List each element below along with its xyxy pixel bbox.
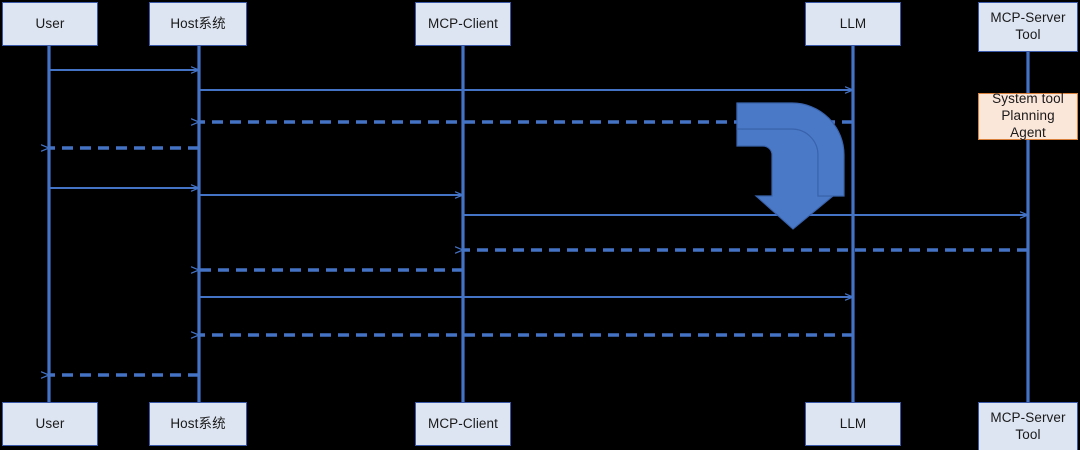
participant-box-mcp-client-top[interactable]: MCP-Client	[415, 2, 511, 46]
participant-label: LLM	[839, 415, 867, 431]
participant-box-host-bottom[interactable]: Host系统	[149, 402, 247, 446]
participant-box-mcp-server-top[interactable]: MCP-Server Tool	[978, 2, 1078, 52]
participant-box-user-bottom[interactable]: User	[2, 402, 98, 446]
participant-label: MCP-Client	[427, 415, 498, 431]
participant-label: Host系统	[170, 15, 226, 31]
lifelines-group	[47, 46, 1030, 402]
messages-group	[49, 70, 1028, 375]
participant-label: LLM	[839, 15, 867, 31]
participant-box-user-top[interactable]: User	[2, 2, 98, 46]
participant-label: MCP-Server Tool	[990, 410, 1066, 442]
participant-label: MCP-Client	[427, 15, 498, 31]
participant-label: User	[35, 415, 65, 431]
participant-label: Host系统	[170, 415, 226, 431]
participant-box-mcp-server-bottom[interactable]: MCP-Server Tool	[978, 402, 1078, 450]
participant-label: User	[35, 15, 65, 31]
participant-label: MCP-Server Tool	[990, 10, 1066, 42]
participant-box-llm-top[interactable]: LLM	[805, 2, 901, 46]
participant-box-llm-bottom[interactable]: LLM	[805, 402, 901, 446]
participant-box-mcp-client-bottom[interactable]: MCP-Client	[415, 402, 511, 446]
participant-box-host-top[interactable]: Host系统	[149, 2, 247, 46]
system-tool-planning-agent-box[interactable]: System tool Planning Agent	[978, 91, 1078, 140]
feedback-loop-arrow	[736, 102, 845, 230]
system-tool-planning-agent-label: System tool Planning Agent	[992, 91, 1064, 140]
